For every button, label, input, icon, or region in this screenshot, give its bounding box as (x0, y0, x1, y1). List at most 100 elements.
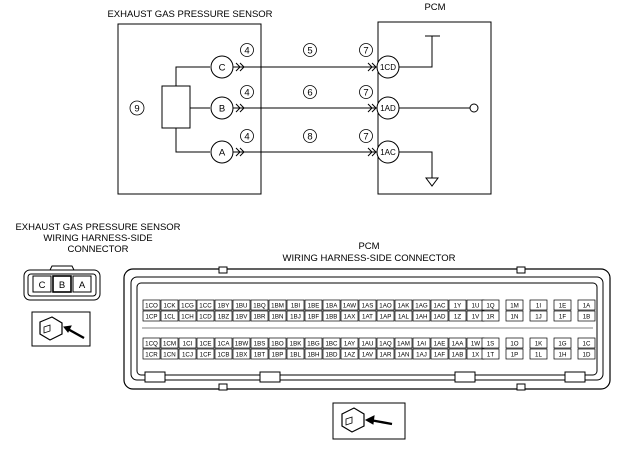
pcm-pin-label: 1CN (163, 352, 175, 359)
pcm-pin-label: 1AG (415, 303, 428, 310)
pcm-pin-cell (394, 348, 413, 360)
pcm-pin-label: 1G (558, 341, 566, 348)
pcm-connector-body (123, 266, 611, 391)
pcm-pin-label: 1X (472, 352, 480, 359)
wire-a-1ac (233, 147, 377, 157)
pcm-pin-cell (481, 299, 500, 311)
sensor-connector-title-1: EXHAUST GAS PRESSURE SENSOR (15, 222, 180, 233)
pcm-pin-cell (322, 299, 341, 311)
pcm-pin-cell (196, 299, 215, 311)
pcm-pin-cell (250, 348, 269, 360)
pcm-pin-label: 1AN (397, 352, 409, 359)
pcm-pin-label: 1M (510, 303, 519, 310)
pcm-pin-label: 1BK (290, 341, 303, 348)
pcm-pin-cell (529, 337, 548, 349)
pcm-pin-cell (196, 348, 215, 360)
pcm-pin-cell (448, 299, 467, 311)
pcm-pin-cell (529, 348, 548, 360)
pcm-pin-cell (160, 310, 179, 322)
pcm-connector-title-2: WIRING HARNESS-SIDE CONNECTOR (283, 253, 456, 264)
pcm-pin-label: 1AO (379, 303, 392, 310)
sensor-pin-b: B (210, 96, 234, 120)
pcm-pin-cell (430, 348, 449, 360)
pcm-pin-label: 1H (559, 352, 567, 359)
pcm-pin-label: 1BV (236, 314, 249, 321)
pcm-pin-cell (376, 310, 395, 322)
pcm-pin-label: 1CG (181, 303, 194, 310)
pcm-pin-label: 1I (536, 303, 541, 310)
pcm-pin-label: 1CB (217, 352, 229, 359)
callout-pcm-term-3: 7 (363, 132, 368, 143)
pcm-pin-cell (232, 310, 251, 322)
pcm-pin-label: 1BH (307, 352, 319, 359)
pcm-pin-label: 1Z (454, 314, 461, 321)
pcm-pin-cell (142, 310, 161, 322)
pcm-pin-label: 1W (471, 341, 480, 348)
sensor-connector-face (23, 265, 101, 301)
wire-c-1cd (233, 62, 377, 72)
pcm-pin-cell (322, 310, 341, 322)
svg-text:1AD: 1AD (380, 104, 396, 113)
pcm-pin-1ac: 1AC (376, 140, 400, 164)
pcm-pin-label: 1AP (380, 314, 392, 321)
pcm-pin-cell (577, 310, 596, 322)
pcm-pin-label: 1P (511, 352, 519, 359)
pcm-pin-cell (160, 299, 179, 311)
pcm-pin-label: 1CM (163, 341, 176, 348)
pcm-pin-label: 1CH (181, 314, 193, 321)
pcm-pin-cell (178, 348, 197, 360)
callout-sensor-term-3: 4 (244, 132, 249, 143)
pcm-pin-label: 1BP (272, 352, 284, 359)
pcm-pin-label: 1BD (325, 352, 338, 359)
callout-wire-2: 6 (307, 88, 312, 99)
pcm-pin-1ad: 1AD (376, 96, 400, 120)
pcm-pin-cell (214, 310, 233, 322)
pcm-pin-cell (142, 337, 161, 349)
pcm-pin-cell (505, 299, 524, 311)
pcm-pin-1cd: 1CD (376, 55, 400, 79)
pcm-pin-label: 1AZ (344, 352, 356, 359)
pcm-pin-label: 1AJ (416, 352, 427, 359)
pcm-pin-label: 1BC (325, 341, 338, 348)
pcm-pin-label: 1AS (362, 303, 374, 310)
pcm-pin-cell (304, 299, 323, 311)
pcm-pin-label: 1E (559, 303, 567, 310)
pcm-pin-label: 1CK (163, 303, 176, 310)
pcm-pin-cell (448, 310, 467, 322)
pcm-pin-label: 1AM (397, 341, 410, 348)
pcm-pin-label: 1AX (344, 314, 356, 321)
sensor-connector-pin-a: A (79, 280, 86, 291)
pcm-pin-cell (412, 310, 431, 322)
pcm-pin-cell (304, 337, 323, 349)
pcm-pin-cell (268, 348, 287, 360)
pcm-pin-cell (481, 310, 500, 322)
pcm-pin-cell (577, 299, 596, 311)
pcm-pin-cell (412, 299, 431, 311)
callout-pcm-term-1: 7 (363, 46, 368, 57)
pcm-pin-cell (286, 348, 305, 360)
pcm-pin-cell (448, 348, 467, 360)
pcm-pin-label: 1BF (308, 314, 320, 321)
pcm-pin-label: 1BX (236, 352, 248, 359)
pcm-pin-label: 1CQ (145, 341, 158, 348)
pcm-pin-cell (529, 310, 548, 322)
pcm-pin-label: 1CL (164, 314, 176, 321)
pcm-pin-label: 1BN (271, 314, 283, 321)
pcm-pin-cell (340, 337, 359, 349)
pcm-pin-cell (232, 337, 251, 349)
pcm-pin-cell (505, 337, 524, 349)
pcm-pin-cell (250, 310, 269, 322)
pcm-pin-label: 1AQ (379, 341, 392, 348)
pcm-pin-label: 1BQ (253, 303, 266, 310)
sensor-element (161, 66, 210, 153)
pcm-pin-label: 1F (559, 314, 566, 321)
pcm-pin-label: 1CA (217, 341, 230, 348)
pcm-pin-cell (160, 348, 179, 360)
pcm-pin-cell (340, 299, 359, 311)
pcm-pin-cell (178, 310, 197, 322)
pcm-pin-cell (268, 337, 287, 349)
svg-text:1AC: 1AC (380, 148, 396, 157)
wire-b-1ad (233, 103, 377, 113)
pcm-pin-cell (505, 310, 524, 322)
